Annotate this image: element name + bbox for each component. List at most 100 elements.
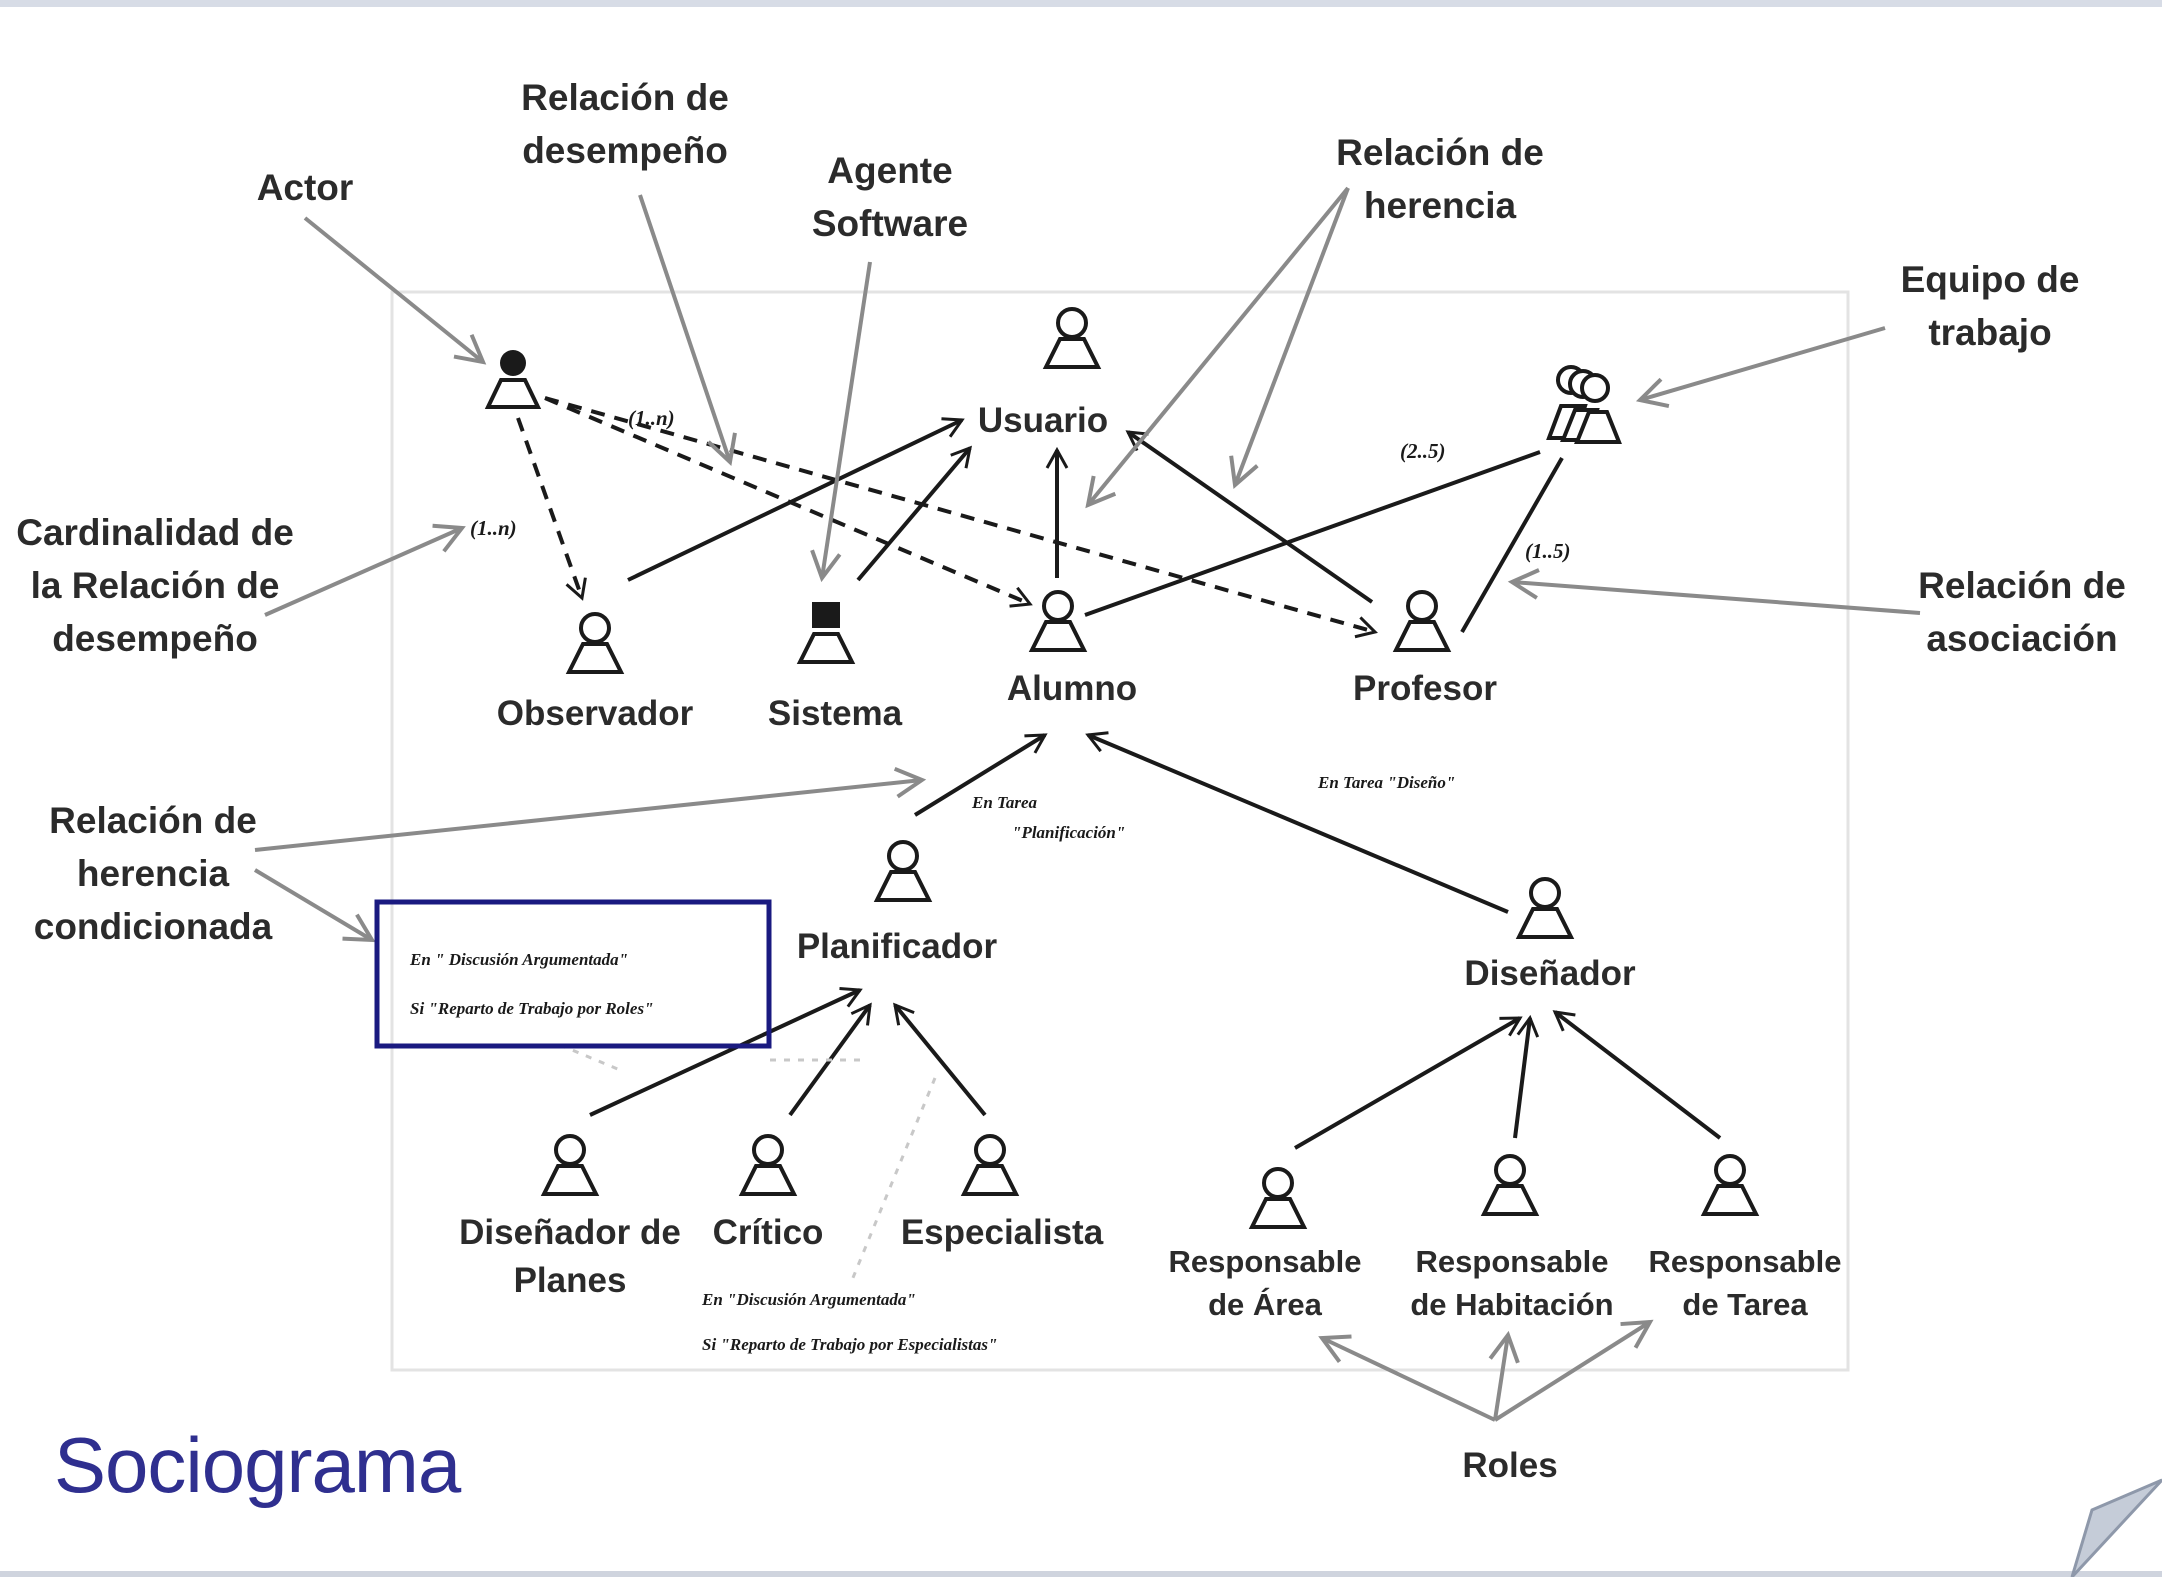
conditional-dotted-lines [559,1043,937,1286]
alumno-icon [1030,590,1086,652]
line-planificador-alumno [913,733,1048,817]
label-cardinalidad-3: desempeño [52,618,258,659]
especialista-icon [962,1134,1018,1196]
node-resp-area-1: Responsable [1169,1244,1362,1279]
disenador-icon [1517,877,1573,939]
node-resp-tarea-2: de Tarea [1682,1287,1808,1322]
arrow-herencia-2 [1229,187,1350,489]
label-herencia-cond-3: condicionada [34,906,273,947]
arrow-cardinalidad [264,523,466,617]
node-usuario: Usuario [978,401,1108,440]
label-asociacion-2: asociación [1926,618,2117,659]
line-equipo-profesor [1460,457,1564,633]
line-equipo-alumno [1084,450,1541,617]
condition-tarea-diseno: En Tarea "Diseño" [1317,773,1455,792]
cardinality-equipo-alumno: (2..5) [1400,439,1446,463]
label-equipo-1: Equipo de [1901,259,2080,300]
dashed-actor-observador [516,417,587,601]
node-especialista: Especialista [901,1213,1104,1252]
performance-lines [516,396,1378,639]
label-roles: Roles [1462,1446,1557,1485]
label-agente-2: Software [812,203,968,244]
line-profesor-usuario [1125,430,1374,604]
label-agente-1: Agente [827,150,952,191]
cardinality-equipo-profesor: (1..5) [1525,539,1571,563]
condition-tarea-planificacion-2: "Planificación" [1012,823,1125,842]
line-sistema-usuario [856,445,972,582]
label-herencia-cond-2: herencia [77,853,230,894]
node-alumno: Alumno [1007,669,1137,708]
condition-highlight-box [374,899,772,1049]
usuario-icon [1044,307,1100,369]
observador-icon [567,612,623,674]
top-border [0,0,2162,7]
resp-area-icon [1250,1167,1306,1229]
condition-especialistas-line1: En "Discusión Argumentada" [701,1290,916,1309]
node-resp-habitacion-1: Responsable [1416,1244,1609,1279]
team-icon [1546,365,1622,444]
node-profesor: Profesor [1353,669,1497,708]
arrow-roles-hab [1488,1330,1520,1421]
node-resp-habitacion-2: de Habitación [1410,1287,1613,1322]
label-actor: Actor [257,167,354,208]
diagram-frame [390,290,1850,1372]
node-resp-area-2: de Área [1208,1287,1322,1322]
profesor-icon [1394,590,1450,652]
label-herencia-1: Relación de [1336,132,1544,173]
arrow-roles-area [1318,1334,1496,1422]
resp-habitacion-icon [1482,1154,1538,1216]
arrow-asociacion [1507,568,1921,615]
page-curl-decoration [2070,1478,2162,1577]
condition-especialistas-line2: Si "Reparto de Trabajo por Especialistas… [702,1335,997,1354]
arrow-herencia-cond-2 [253,868,376,943]
annotation-arrows [253,186,1921,1422]
label-cardinalidad-2: la Relación de [31,565,280,606]
bottom-border [0,1571,2162,1577]
node-observador: Observador [497,694,694,733]
condition-tarea-planificacion-1: En Tarea [971,793,1038,812]
line-resptarea-disenador [1552,1010,1722,1140]
node-sistema: Sistema [768,694,903,733]
arrow-relacion-desempeno [638,194,737,466]
label-asociacion-1: Relación de [1918,565,2126,606]
node-disenador-planes-2: Planes [514,1261,627,1300]
resp-tarea-icon [1702,1154,1758,1216]
label-relacion-desempeno-2: desempeño [522,130,728,171]
condition-box-line1: En " Discusión Argumentada" [409,950,628,969]
condition-box-line2: Si "Reparto de Trabajo por Roles" [410,999,654,1018]
line-displanes-planificador [589,986,863,1117]
slide-title: Sociograma [54,1421,461,1509]
arrow-herencia-1 [1085,186,1350,509]
arrow-herencia-cond-1 [254,766,927,852]
planificador-icon [875,840,931,902]
actor-icon [484,350,542,409]
disenador-planes-icon [542,1134,598,1196]
line-disenador-alumno [1085,731,1509,914]
label-herencia-cond-1: Relación de [49,800,257,841]
arrow-roles-tarea [1493,1319,1654,1422]
arrow-actor [303,216,487,365]
line-resphab-disenador [1513,1014,1540,1139]
node-planificador: Planificador [797,927,998,966]
sistema-icon [796,602,856,664]
label-herencia-2: herencia [1364,185,1517,226]
label-equipo-2: trabajo [1928,312,2051,353]
node-resp-tarea-1: Responsable [1649,1244,1842,1279]
label-cardinalidad-1: Cardinalidad de [16,512,294,553]
critico-icon [740,1134,796,1196]
cardinality-actor-observador: (1..n) [470,516,517,540]
cardinality-actor-usuario: (1..n) [628,406,675,430]
node-disenador: Diseñador [1464,954,1636,993]
arrow-equipo [1635,326,1886,409]
arrow-agente-software [810,261,872,583]
node-disenador-planes-1: Diseñador de [459,1213,681,1252]
line-resparea-disenador [1293,1016,1523,1150]
node-critico: Crítico [713,1213,824,1252]
label-relacion-desempeno-1: Relación de [521,77,729,118]
dashed-actor-alumno [544,396,1033,608]
inheritance-lines [589,417,1722,1150]
line-observador-usuario [627,417,965,582]
line-especialista-planificador [893,1002,987,1117]
